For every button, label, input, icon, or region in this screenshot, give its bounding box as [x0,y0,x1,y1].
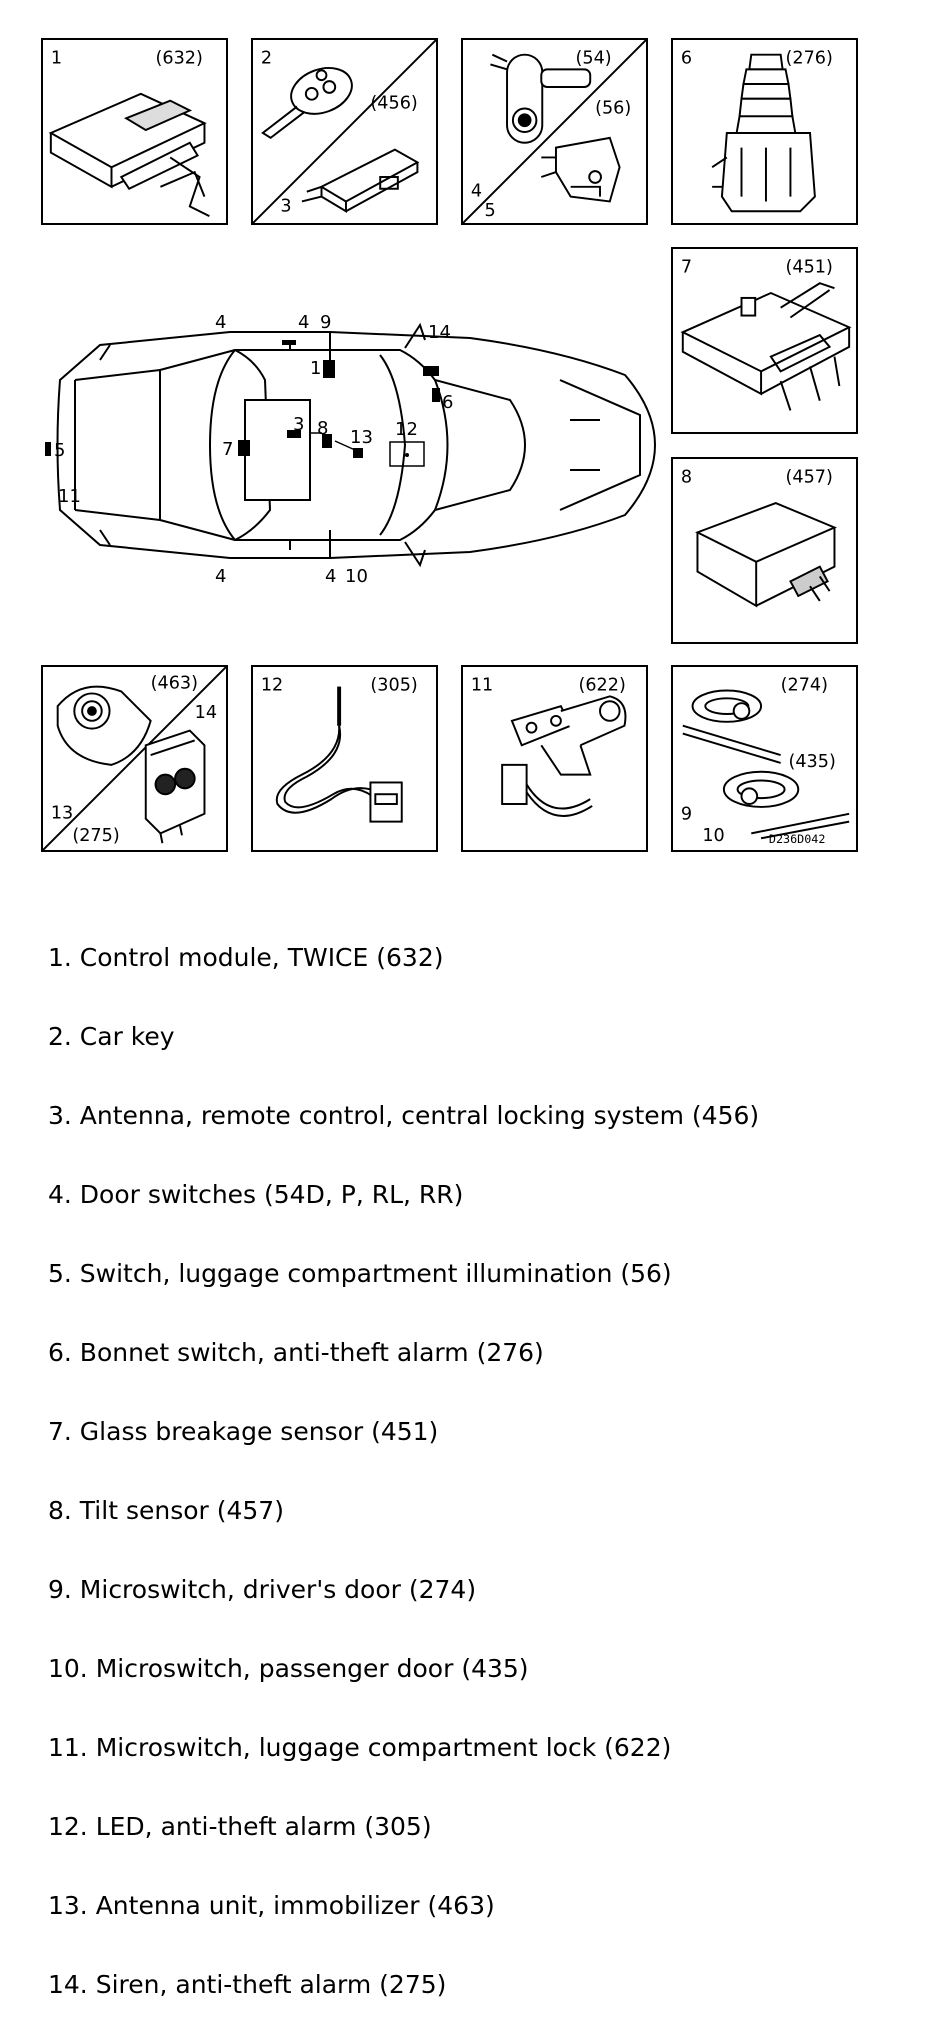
panel-number: 11 [471,675,493,695]
immobilizer-siren-illustration: (463) 14 13 (275) [43,667,226,850]
luggage-switch-illustration: 11 (622) [471,675,627,817]
car-label: 4 [215,312,226,333]
car-label: 11 [58,486,81,507]
car-label: 5 [54,440,65,461]
legend-item: 5. Switch, luggage compartment illuminat… [48,1259,672,1288]
panel-luggage-lock-switch: 11 (622) [461,665,648,852]
car-label: 4 [298,312,309,333]
legend-item: 9. Microswitch, driver's door (274) [48,1575,477,1604]
part-code: (274) [781,675,828,695]
panel-number: 4 [471,182,482,202]
part-code: (456) [370,94,417,114]
led-illustration: 12 (305) [261,675,418,823]
part-code: (275) [72,826,119,846]
part-code: (435) [788,752,835,772]
drawing-code: D236D042 [769,832,826,846]
panel-door-switches: (54) (56) 4 5 [461,38,648,225]
panel-number: 1 [51,48,62,68]
panel-led: 12 (305) [251,665,438,852]
panel-number: 12 [261,675,283,695]
car-label: 8 [317,418,328,439]
car-diagram: 4 4 9 14 1 6 3 8 13 12 7 5 11 4 4 10 [40,300,660,590]
door-switch-illustration: (54) (56) 4 5 [463,40,646,223]
part-code: (305) [370,675,417,695]
panel-number: 7 [681,257,692,277]
panel-number: 14 [195,703,217,723]
divider-line [43,667,226,850]
legend-item: 14. Siren, anti-theft alarm (275) [48,1970,447,1999]
part-code: (463) [151,674,198,694]
panel-number: 2 [261,48,272,68]
legend-item: 10. Microswitch, passenger door (435) [48,1654,529,1683]
part-code: (54) [576,48,612,68]
panel-number: 5 [485,201,496,221]
panel-number: 8 [681,467,692,487]
part-code: (632) [156,48,203,68]
door-microswitch-illustration: (274) (435) 9 10 D236D042 [681,675,850,846]
panel-number: 3 [280,196,291,216]
bonnet-switch-illustration: 6 (276) [681,48,833,213]
legend-item: 1. Control module, TWICE (632) [48,943,444,972]
panel-control-module: 1 (632) [41,38,228,225]
divider-line [253,40,436,223]
legend-item: 3. Antenna, remote control, central lock… [48,1101,760,1130]
part-code: (622) [578,675,625,695]
car-label: 3 [293,414,304,435]
legend-item: 13. Antenna unit, immobilizer (463) [48,1891,495,1920]
panel-glass-breakage-sensor: 7 (451) [671,247,858,434]
panel-number: 13 [51,804,73,824]
car-label: 7 [222,439,233,460]
panel-door-microswitches: (274) (435) 9 10 D236D042 [671,665,858,852]
legend-item: 12. LED, anti-theft alarm (305) [48,1812,432,1841]
part-code: (56) [595,98,631,118]
car-label: 12 [395,419,418,440]
key-antenna-illustration: 2 (456) 3 [253,40,436,223]
tilt-sensor-illustration: 8 (457) [681,467,837,608]
car-label: 6 [442,392,453,413]
panel-tilt-sensor: 8 (457) [671,457,858,644]
legend-item: 8. Tilt sensor (457) [48,1496,284,1525]
car-label: 10 [345,566,368,587]
car-label: 1 [310,358,321,379]
divider-line [463,40,646,223]
car-label: 13 [350,427,373,448]
legend-item: 2. Car key [48,1022,175,1051]
legend-item: 7. Glass breakage sensor (451) [48,1417,439,1446]
car-label: 9 [320,312,331,333]
part-code: (457) [786,467,833,487]
panel-immobilizer-siren: (463) 14 13 (275) [41,665,228,852]
parts-legend: 1. Control module, TWICE (632) 2. Car ke… [48,938,759,2044]
car-label: 14 [428,322,451,343]
car-label: 4 [215,566,226,587]
legend-item: 11. Microswitch, luggage compartment loc… [48,1733,672,1762]
glass-sensor-illustration: 7 (451) [680,257,852,411]
control-module-illustration: 1 (632) [48,48,210,218]
part-code: (276) [786,48,833,68]
panel-number: 9 [681,805,692,825]
car-outline-illustration: 4 4 9 14 1 6 3 8 13 12 7 5 11 4 4 10 [45,312,657,587]
panel-car-key-antenna: 2 (456) 3 [251,38,438,225]
panel-number: 10 [702,826,724,846]
panel-bonnet-switch: 6 (276) [671,38,858,225]
panel-number: 6 [681,48,692,68]
legend-item: 6. Bonnet switch, anti-theft alarm (276) [48,1338,544,1367]
legend-item: 4. Door switches (54D, P, RL, RR) [48,1180,464,1209]
car-label: 4 [325,566,336,587]
part-code: (451) [786,257,833,277]
